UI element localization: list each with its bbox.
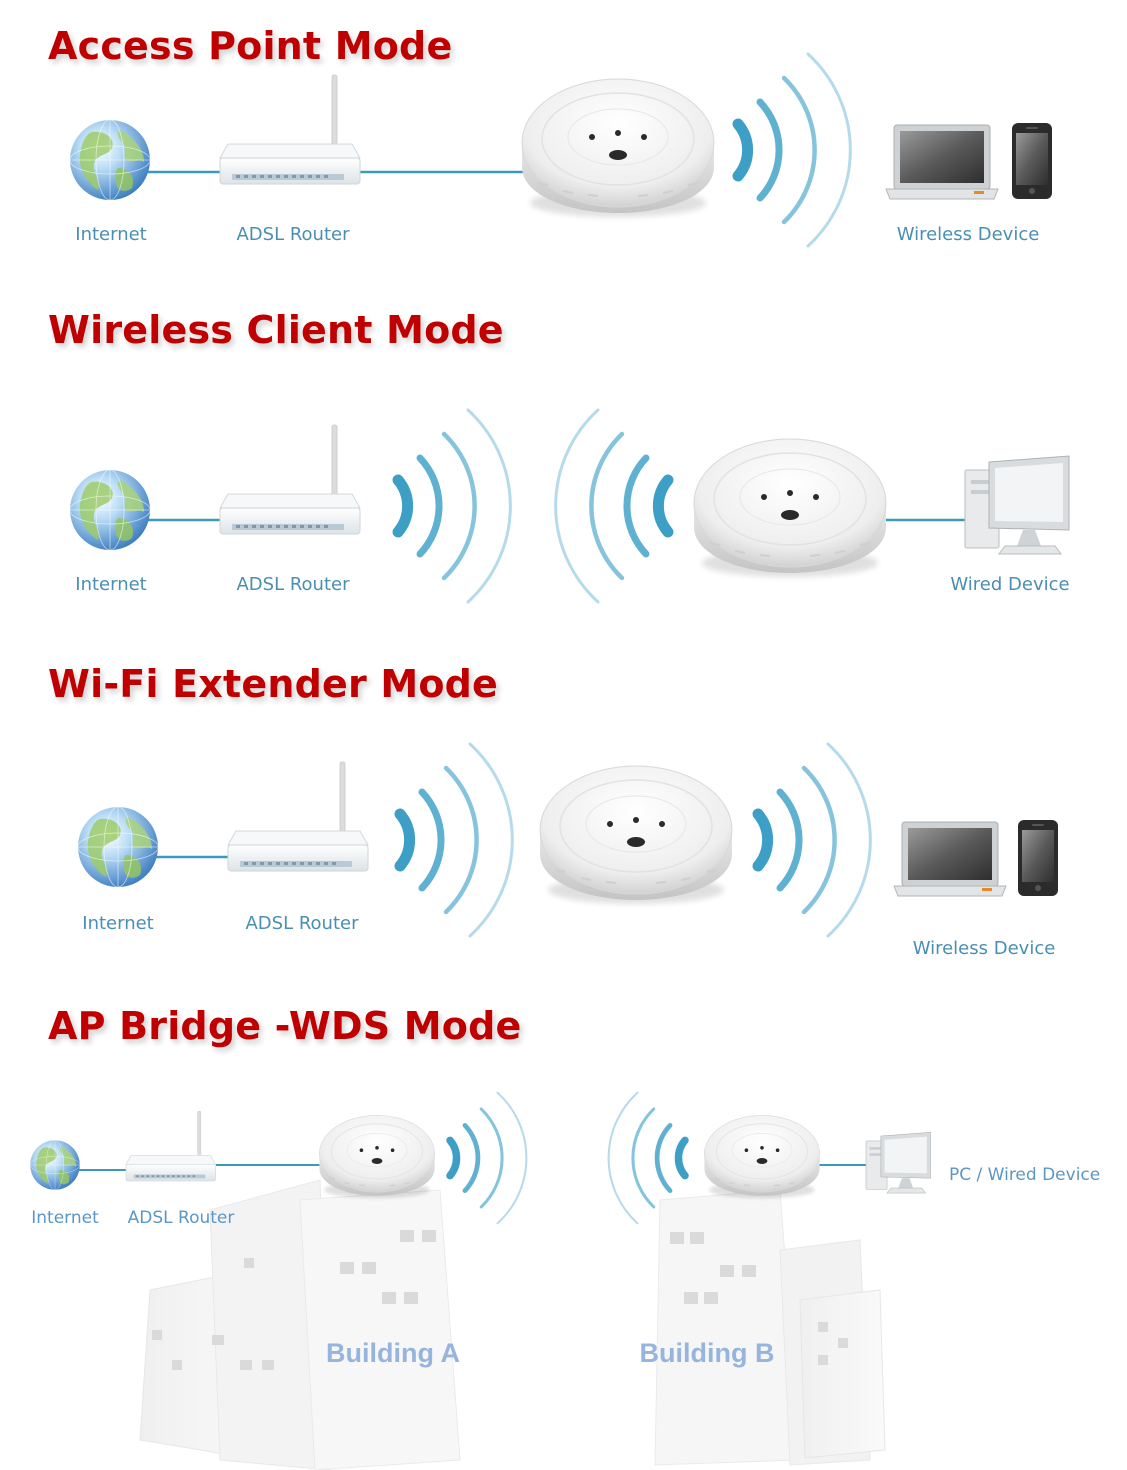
internet-label: Internet: [75, 574, 147, 595]
phone-icon: [1012, 123, 1052, 199]
wifi-waves-icon: [400, 744, 512, 936]
wifi-waves-icon: [738, 54, 850, 246]
wifi-waves-icon: [758, 744, 870, 936]
router-icon: [227, 761, 369, 872]
section-title-wireless-client: Wireless Client Mode: [48, 308, 504, 352]
access-point-icon: [694, 439, 886, 577]
access-point-icon: [540, 766, 732, 904]
router-label: ADSL Router: [236, 224, 350, 245]
laptop-icon: [885, 124, 999, 200]
section-title-wifi-extender: Wi-Fi Extender Mode: [48, 662, 499, 706]
access-point-icon: [319, 1115, 434, 1198]
section-wifi-extender: [77, 744, 1058, 936]
internet-label: Internet: [82, 913, 154, 934]
internet-label: Internet: [75, 224, 147, 245]
globe-icon: [69, 469, 151, 551]
device-label: PC / Wired Device: [949, 1165, 1101, 1185]
globe-icon: [69, 119, 151, 201]
phone-icon: [1018, 820, 1058, 896]
section-title-access-point: Access Point Mode: [48, 24, 453, 68]
laptop-icon: [893, 821, 1007, 897]
wifi-waves-icon: [556, 410, 668, 602]
building-a-label: Building A: [326, 1338, 460, 1368]
router-label: ADSL Router: [245, 913, 359, 934]
router-icon: [219, 424, 361, 535]
router-icon: [219, 74, 361, 185]
wifi-waves-icon: [450, 1093, 526, 1224]
router-label: ADSL Router: [236, 574, 350, 595]
section-wireless-client: [69, 410, 1070, 602]
device-label: Wired Device: [950, 574, 1070, 595]
building-b-label: Building B: [639, 1338, 775, 1368]
device-label: Wireless Device: [912, 938, 1056, 959]
desktop-pc-icon: [964, 455, 1070, 555]
building-icon: [139, 1179, 461, 1470]
section-title-ap-bridge-wds: AP Bridge -WDS Mode: [48, 1004, 522, 1048]
router-icon: [125, 1110, 216, 1182]
desktop-pc-icon: [865, 1131, 931, 1194]
access-point-icon: [704, 1115, 819, 1198]
globe-icon: [29, 1139, 81, 1191]
globe-icon: [77, 806, 159, 888]
access-point-icon: [522, 79, 714, 217]
section-ap-bridge-wds: [29, 1093, 931, 1470]
section-access-point: [69, 54, 1052, 246]
building-icon: [654, 1189, 886, 1466]
router-label: ADSL Router: [127, 1208, 235, 1228]
wifi-waves-icon: [398, 410, 510, 602]
internet-label: Internet: [31, 1208, 99, 1228]
device-label: Wireless Device: [896, 224, 1040, 245]
